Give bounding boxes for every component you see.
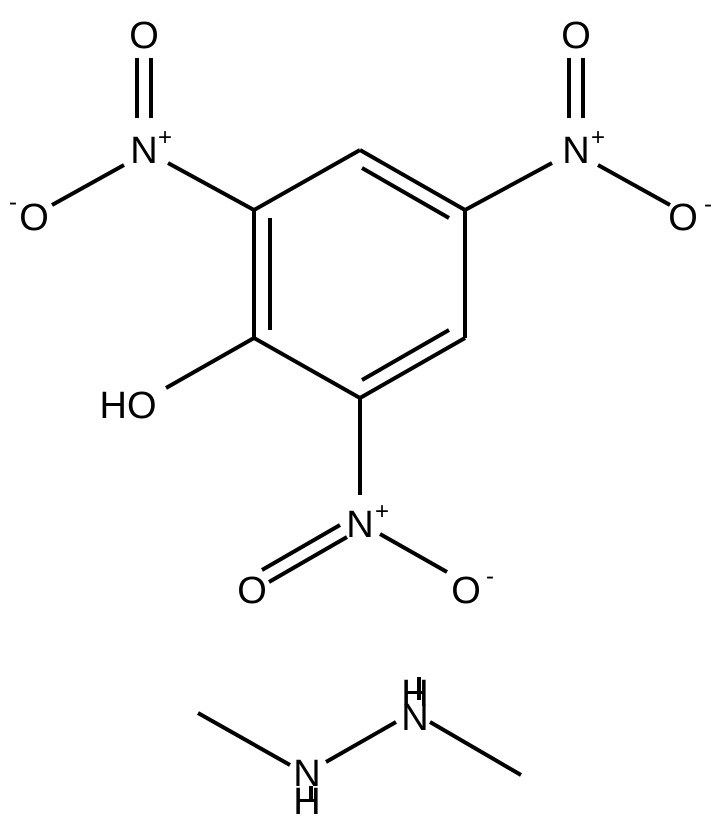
atom-nitrogen: N — [293, 753, 320, 795]
nitro-group-left: O N + - O — [9, 15, 255, 239]
benzene-ring — [252, 148, 467, 400]
atom-nitrogen: N — [401, 697, 428, 739]
atom-hydrogen: H — [293, 781, 320, 823]
charge-plus: + — [375, 498, 389, 525]
atom-oxygen: O — [561, 15, 591, 57]
atom-oxygen: O — [237, 570, 267, 612]
atom-nitrogen: N — [562, 130, 589, 172]
charge-minus: - — [704, 191, 712, 218]
charge-plus: + — [591, 124, 605, 151]
nitro-group-right: O N + O - — [464, 15, 712, 239]
dimethylhydrazine: H N N H — [197, 673, 523, 823]
atom-nitrogen: N — [130, 130, 157, 172]
charge-minus: - — [9, 189, 17, 216]
atom-nitrogen: N — [346, 504, 373, 546]
hydroxyl-group: HO — [100, 336, 255, 427]
charge-plus: + — [158, 124, 172, 151]
charge-minus: - — [486, 563, 494, 590]
atom-oxygen: O — [451, 570, 481, 612]
atom-oxygen: O — [668, 197, 698, 239]
atom-hydrogen: H — [401, 673, 428, 715]
hydroxyl-label: HO — [100, 385, 157, 427]
atom-oxygen: O — [19, 197, 49, 239]
atom-oxygen: O — [129, 15, 159, 57]
nitro-group-bottom: N + O O - — [237, 398, 494, 612]
